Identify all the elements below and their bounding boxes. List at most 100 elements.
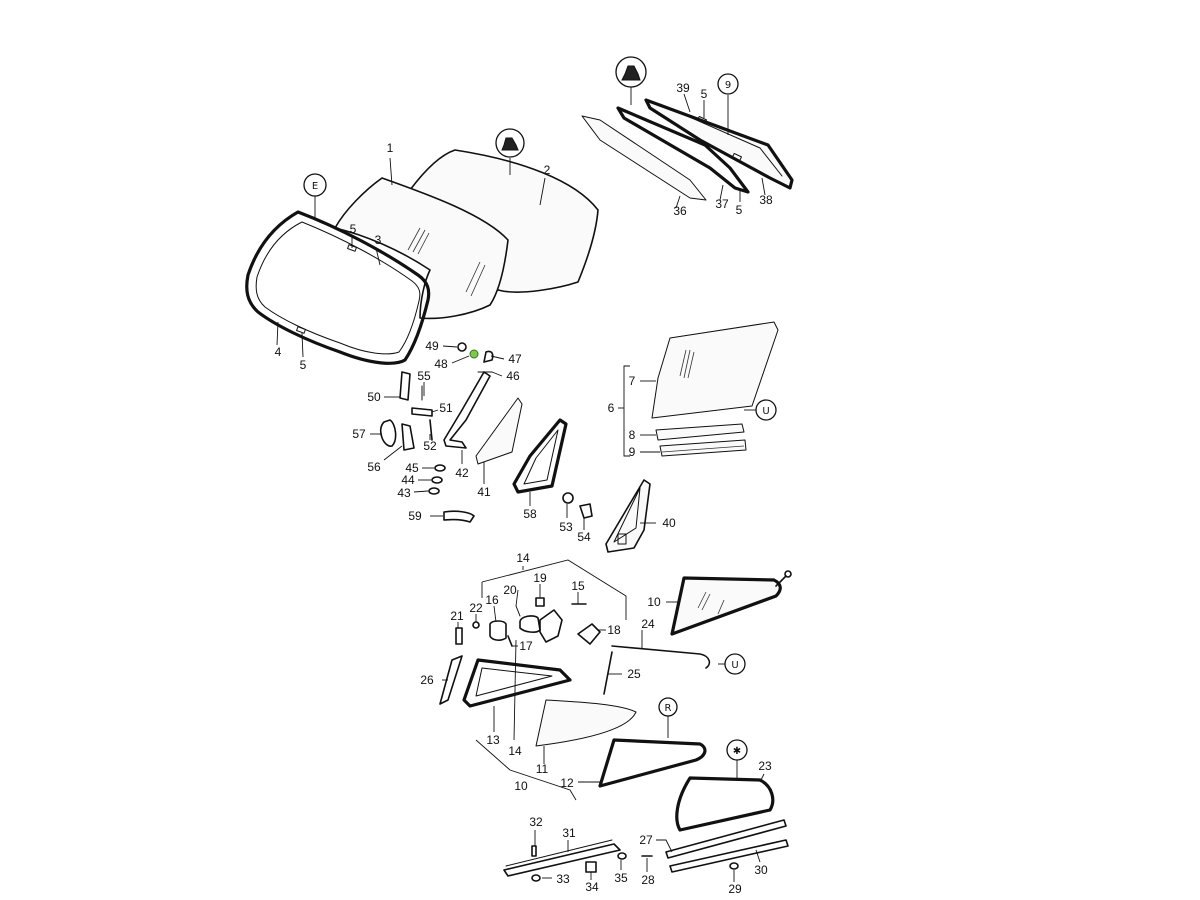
quarter-symbol-label: R xyxy=(665,703,672,714)
clip-47 xyxy=(483,350,494,363)
windscreen-symbol-circle xyxy=(303,173,327,197)
bushing-16 xyxy=(519,615,541,633)
callout-7: 7 xyxy=(629,374,636,388)
callout-11: 11 xyxy=(536,762,549,776)
callout-5b: 5 xyxy=(300,358,307,372)
windscreen-symbol-label: E xyxy=(312,181,318,192)
rear-seal-joint-5c xyxy=(697,115,707,125)
callout-40: 40 xyxy=(662,516,676,530)
door-symbol-circle xyxy=(755,399,777,421)
trim-strip-31-edge xyxy=(505,839,613,867)
stop-54 xyxy=(579,503,593,519)
leader-39 xyxy=(683,93,691,113)
callout-37: 37 xyxy=(715,197,729,211)
washer-48-highlight xyxy=(469,349,479,359)
callout-42: 42 xyxy=(455,466,469,480)
vent-inner-40 xyxy=(613,487,641,543)
callout-3: 3 xyxy=(375,233,382,247)
handle-cover-57 xyxy=(379,419,397,447)
callout-5d: 5 xyxy=(736,203,743,217)
screw-20 xyxy=(515,605,521,617)
trim-strip-30 xyxy=(669,839,789,873)
callout-29: 29 xyxy=(728,882,742,896)
latch-knob-10 xyxy=(784,570,792,578)
nut-33 xyxy=(531,874,541,882)
bracket-14 xyxy=(481,559,627,620)
vent-hinge-40 xyxy=(617,533,627,545)
callout-59: 59 xyxy=(408,509,422,523)
washer-43 xyxy=(428,487,440,495)
callout-35: 35 xyxy=(614,871,628,885)
callout-47: 47 xyxy=(508,352,522,366)
vent-assembly-40 xyxy=(605,479,651,553)
rear-quarter-symbol-circle xyxy=(726,739,748,761)
callout-17: 17 xyxy=(519,639,533,653)
leader-27 xyxy=(656,839,673,853)
latch-10 xyxy=(775,575,787,587)
quarter-glass-23 xyxy=(675,776,775,832)
callout-46: 46 xyxy=(506,369,520,383)
leader-37 xyxy=(719,184,724,201)
callout-38: 38 xyxy=(759,193,773,207)
callout-28: 28 xyxy=(641,873,655,887)
rear-glass-38 xyxy=(644,98,794,190)
bolt-19 xyxy=(535,597,545,607)
callout-33: 33 xyxy=(556,872,570,886)
quarter-symbol-circle xyxy=(658,697,678,717)
bracket-6 xyxy=(623,365,630,457)
callout-9: 9 xyxy=(629,445,636,459)
bracket-10b xyxy=(475,739,577,801)
callout-5a: 5 xyxy=(350,222,357,236)
quarter-seal-inner-13 xyxy=(475,667,553,697)
quarter-glass-11 xyxy=(535,699,637,747)
leader-4 xyxy=(276,321,279,346)
leader-43 xyxy=(413,490,429,493)
callout-15: 15 xyxy=(571,579,585,593)
quarter-window-group: U R ✱ 14 20 19 15 16 22 21 17 18 26 10 2… xyxy=(420,551,792,832)
seal-joint-5b xyxy=(296,326,306,334)
leader-36 xyxy=(675,195,681,209)
callout-24: 24 xyxy=(641,617,655,631)
callout-31: 31 xyxy=(562,826,576,840)
door-glass-7 xyxy=(651,321,779,419)
callout-51: 51 xyxy=(439,401,453,415)
callout-10a: 10 xyxy=(647,595,661,609)
windscreen-seal-inner-3 xyxy=(255,221,421,355)
callout-49: 49 xyxy=(425,339,439,353)
callout-48: 48 xyxy=(434,357,448,371)
callout-26: 26 xyxy=(420,673,434,687)
rear-symbol-circle xyxy=(717,73,739,95)
glass-reflection-1 xyxy=(407,227,486,297)
callout-55: 55 xyxy=(417,369,431,383)
latch-rod-51 xyxy=(411,407,433,417)
rear-glass-36 xyxy=(581,115,707,201)
vent-seal-58 xyxy=(512,418,568,494)
hinge-14 xyxy=(539,609,563,643)
trim-59 xyxy=(443,510,475,523)
callout-16: 16 xyxy=(485,593,499,607)
callout-43: 43 xyxy=(397,486,411,500)
leader-16 xyxy=(493,605,497,623)
washer-44 xyxy=(431,476,443,484)
leader-5b xyxy=(301,332,304,358)
callout-27: 27 xyxy=(639,833,653,847)
rear-window-group: 9 36 37 5 38 39 5 xyxy=(581,56,794,218)
leader-1 xyxy=(389,157,393,186)
callout-32: 32 xyxy=(529,815,543,829)
callout-22: 22 xyxy=(469,601,483,615)
clip-32 xyxy=(531,845,537,857)
door-glass-group: U 6 7 8 9 xyxy=(608,321,779,459)
windscreen-group: E 1 2 3 5 4 5 xyxy=(245,128,599,372)
vent-window-group: 49 48 47 46 55 50 51 52 57 56 45 44 43 5… xyxy=(352,339,676,553)
callout-53: 53 xyxy=(559,520,573,534)
handle-50 xyxy=(399,371,411,401)
leader-56 xyxy=(383,445,403,461)
seal-strip-24 xyxy=(611,645,711,669)
callout-54: 54 xyxy=(577,530,591,544)
callout-19: 19 xyxy=(533,571,547,585)
callout-50: 50 xyxy=(367,390,381,404)
leader-3 xyxy=(375,247,381,266)
clip-35 xyxy=(617,852,627,860)
